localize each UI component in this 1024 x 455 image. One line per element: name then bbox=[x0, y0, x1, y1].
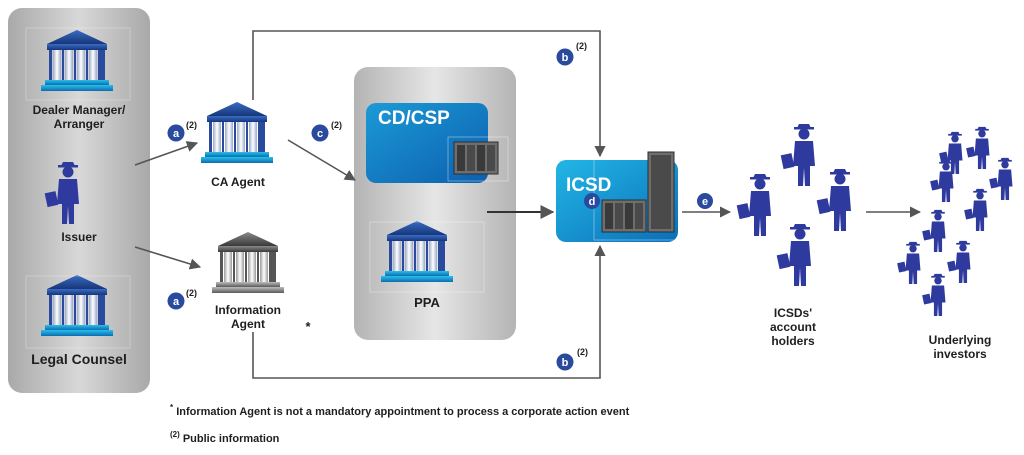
svg-text:b: b bbox=[562, 357, 569, 369]
footnote-asterisk: * Information Agent is not a mandatory a… bbox=[170, 403, 870, 418]
footnote-asterisk-mark: * bbox=[170, 403, 174, 412]
arrow-issuer-to-ca-agent bbox=[134, 141, 199, 166]
svg-text:(2): (2) bbox=[577, 347, 588, 357]
cd-csp-label: CD/CSP bbox=[378, 108, 450, 129]
footnote-asterisk-text: Information Agent is not a mandatory app… bbox=[176, 406, 630, 418]
step-badge-b-bottom: b (2) bbox=[556, 347, 588, 371]
icsd-label: ICSD bbox=[566, 175, 612, 196]
step-badge-d: d bbox=[584, 193, 600, 209]
ppa-label: PPA bbox=[414, 295, 440, 310]
information-agent-asterisk: * bbox=[305, 319, 311, 334]
arrow-issuer-to-information-agent bbox=[134, 246, 202, 270]
dealer-manager-label: Dealer Manager/ Arranger bbox=[32, 103, 126, 131]
footnote-ref-text: Public information bbox=[182, 433, 280, 445]
svg-text:(2): (2) bbox=[331, 120, 342, 130]
cd-csp-server-icon bbox=[453, 141, 499, 175]
underlying-investors-label: Underlying investors bbox=[928, 333, 992, 361]
step-badge-b-top: b (2) bbox=[556, 41, 587, 66]
icsd-server-icon bbox=[601, 151, 675, 233]
svg-text:d: d bbox=[589, 196, 596, 208]
svg-text:a: a bbox=[173, 296, 180, 308]
information-agent-label: Information Agent bbox=[215, 303, 281, 331]
svg-text:c: c bbox=[317, 128, 323, 140]
step-badge-c: c (2) bbox=[311, 120, 342, 142]
svg-text:(2): (2) bbox=[576, 41, 587, 51]
account-holders-label: ICSDs' account holders bbox=[769, 306, 816, 348]
step-badge-a-bottom: a (2) bbox=[167, 288, 197, 310]
issuer-label: Issuer bbox=[61, 230, 97, 244]
step-badge-e: e bbox=[697, 193, 713, 209]
step-badge-a-top: a (2) bbox=[167, 120, 197, 142]
ca-agent-building-icon bbox=[201, 102, 273, 163]
svg-text:b: b bbox=[562, 52, 569, 64]
underlying-investors-group-icon bbox=[897, 126, 1013, 317]
arrow-information-agent-to-icsd bbox=[252, 244, 606, 379]
svg-text:(2): (2) bbox=[186, 120, 197, 130]
footnote-public-info: (2) Public information bbox=[170, 430, 570, 445]
ca-agent-label: CA Agent bbox=[211, 175, 265, 189]
svg-text:(2): (2) bbox=[186, 288, 197, 298]
arrow-ca-agent-to-depository bbox=[287, 139, 356, 181]
legal-counsel-label: Legal Counsel bbox=[31, 351, 127, 367]
svg-text:e: e bbox=[702, 196, 708, 208]
footnote-ref-mark: (2) bbox=[170, 430, 180, 439]
arrow-ca-agent-to-icsd bbox=[252, 30, 606, 158]
information-agent-building-icon bbox=[212, 232, 284, 293]
account-holders-group-icon bbox=[736, 124, 851, 286]
issuer-side-panel bbox=[8, 8, 150, 393]
svg-text:a: a bbox=[173, 128, 180, 140]
